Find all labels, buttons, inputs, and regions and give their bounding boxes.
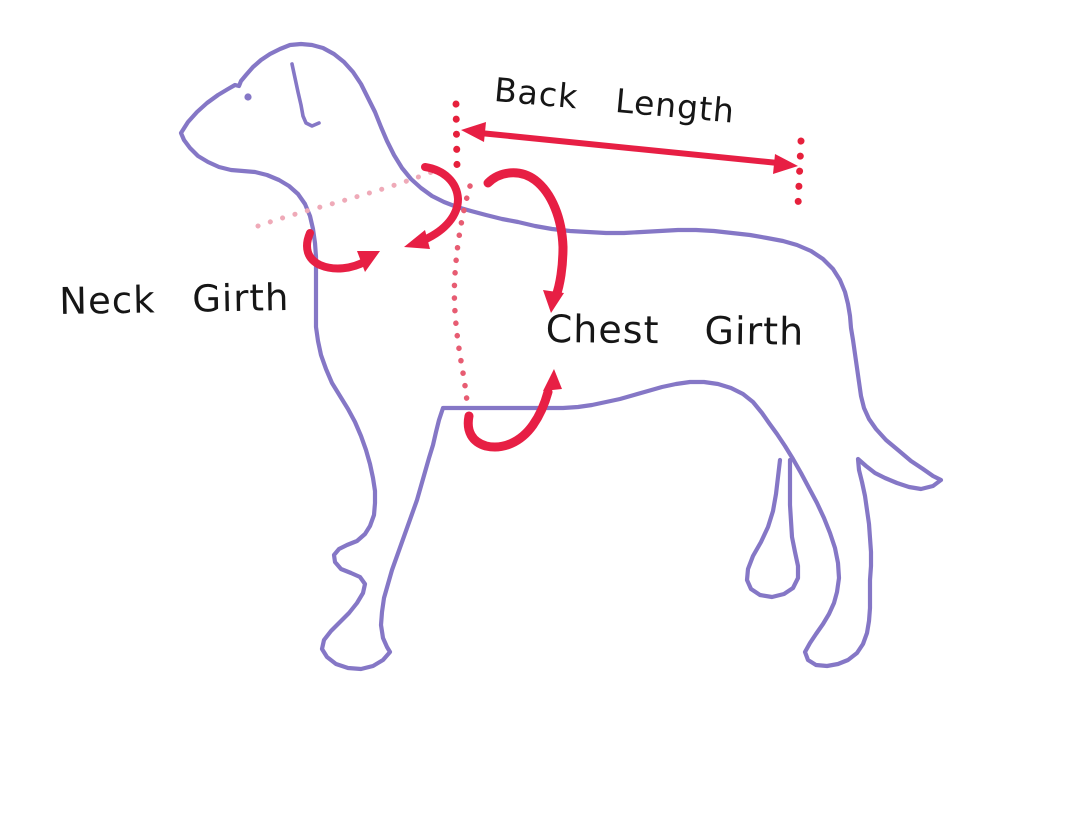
back-length-end-ticks <box>794 137 805 210</box>
dog-eye <box>244 93 252 101</box>
chest-girth-measurement <box>463 168 568 452</box>
dog-outline-drawing <box>178 41 944 672</box>
back-length-measurement <box>452 100 805 210</box>
chest-girth-label: Chest Girth <box>545 307 805 354</box>
dog-far-hind-leg <box>744 457 801 600</box>
neck-girth-arrow-lower <box>303 229 370 273</box>
back-length-arrowhead-right <box>773 154 798 174</box>
back-length-arrowhead-left <box>461 122 486 142</box>
chest-dotted-line <box>451 183 473 405</box>
chest-girth-arrow-upper <box>483 168 568 301</box>
chest-girth-arrow-lower <box>463 387 553 452</box>
chest-girth-arrowhead-upper <box>543 290 564 313</box>
neck-dotted-line <box>255 167 440 229</box>
back-length-arrow-shaft <box>477 130 781 166</box>
neck-girth-measurement <box>303 163 462 273</box>
dog-body-outline <box>178 41 944 672</box>
neck-girth-arrowhead-lower <box>357 251 380 272</box>
neck-girth-arrowhead-upper <box>404 230 430 249</box>
chest-girth-arrowhead-lower <box>543 369 562 391</box>
neck-girth-label: Neck Girth <box>58 275 290 323</box>
neck-girth-arrow-upper <box>420 163 462 244</box>
back-length-start-ticks <box>452 100 461 171</box>
dog-inner-ear-line <box>290 62 321 128</box>
